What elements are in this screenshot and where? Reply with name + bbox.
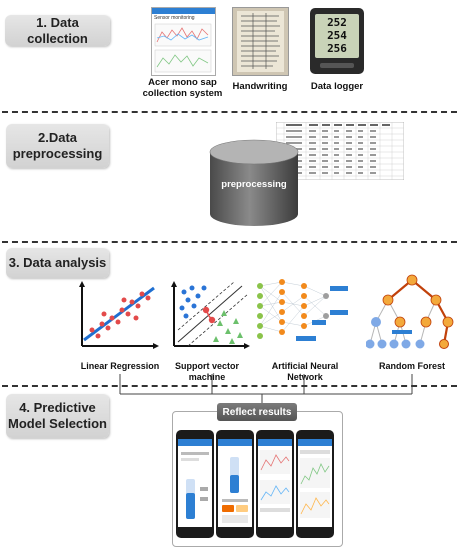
phone-3 [256,430,294,538]
caption-data-logger: Data logger [310,81,364,92]
handwriting-photo [232,7,289,76]
step-data-analysis-label: 3. Data analysis [8,255,107,270]
step-data-collection: 1. Data collection [5,15,110,46]
step-data-collection-label: 1. Data collection [27,14,88,46]
reflect-results-badge: Reflect results [217,403,297,421]
svm-plot [171,281,250,349]
step-data-preprocessing: 2.Data preprocessing [6,124,109,168]
sensor-monitoring-title: Sensor monitoring [154,15,195,21]
step-data-analysis: 3. Data analysis [6,248,109,278]
divider-2 [2,241,457,243]
caption-sap-collection: Acer mono sap collection system [140,77,225,99]
random-forest-diagram [366,274,454,349]
sap-collection-screenshot: Sensor monitoring [151,7,216,76]
caption-linear-regression: Linear Regression [80,361,160,371]
cylinder-label: preprocessing [221,179,287,190]
results-bracket [119,374,413,404]
divider-3 [2,385,457,387]
caption-random-forest: Random Forest [378,361,445,371]
logger-reading-2: 254 [327,29,347,42]
logger-reading-1: 252 [327,16,347,29]
phone-1 [176,430,214,538]
step-preprocessing-line1: 2.Data [37,130,78,145]
reflect-results-label: Reflect results [222,406,292,418]
sap-mini-charts [154,23,212,73]
caption-handwriting: Handwriting [232,81,288,92]
phone-4-chart [300,450,330,518]
linear-regression-plot [79,281,159,349]
step-predictive-model-selection: 4. Predictive Model Selection [6,394,109,438]
caption-sap-line2: collection system [142,88,223,99]
caption-sap-line1: Acer mono sap [148,77,217,88]
ann-diagram [257,279,348,341]
caption-ann: Artificial Neural Network [271,361,339,382]
step-preprocessing-line2: preprocessing [12,146,103,161]
preprocessing-cylinder [209,139,299,226]
phone-3-chart [260,450,290,512]
step-predictive-line1: 4. Predictive [19,400,96,415]
step-predictive-line2: Model Selection [8,416,107,431]
caption-svm: Support vector machine [174,361,239,382]
logger-reading-3: 256 [327,42,347,55]
phone-4 [296,430,334,538]
divider-1 [2,111,457,113]
phone-2 [216,430,254,538]
data-logger-device: 252 254 256 [310,8,364,74]
